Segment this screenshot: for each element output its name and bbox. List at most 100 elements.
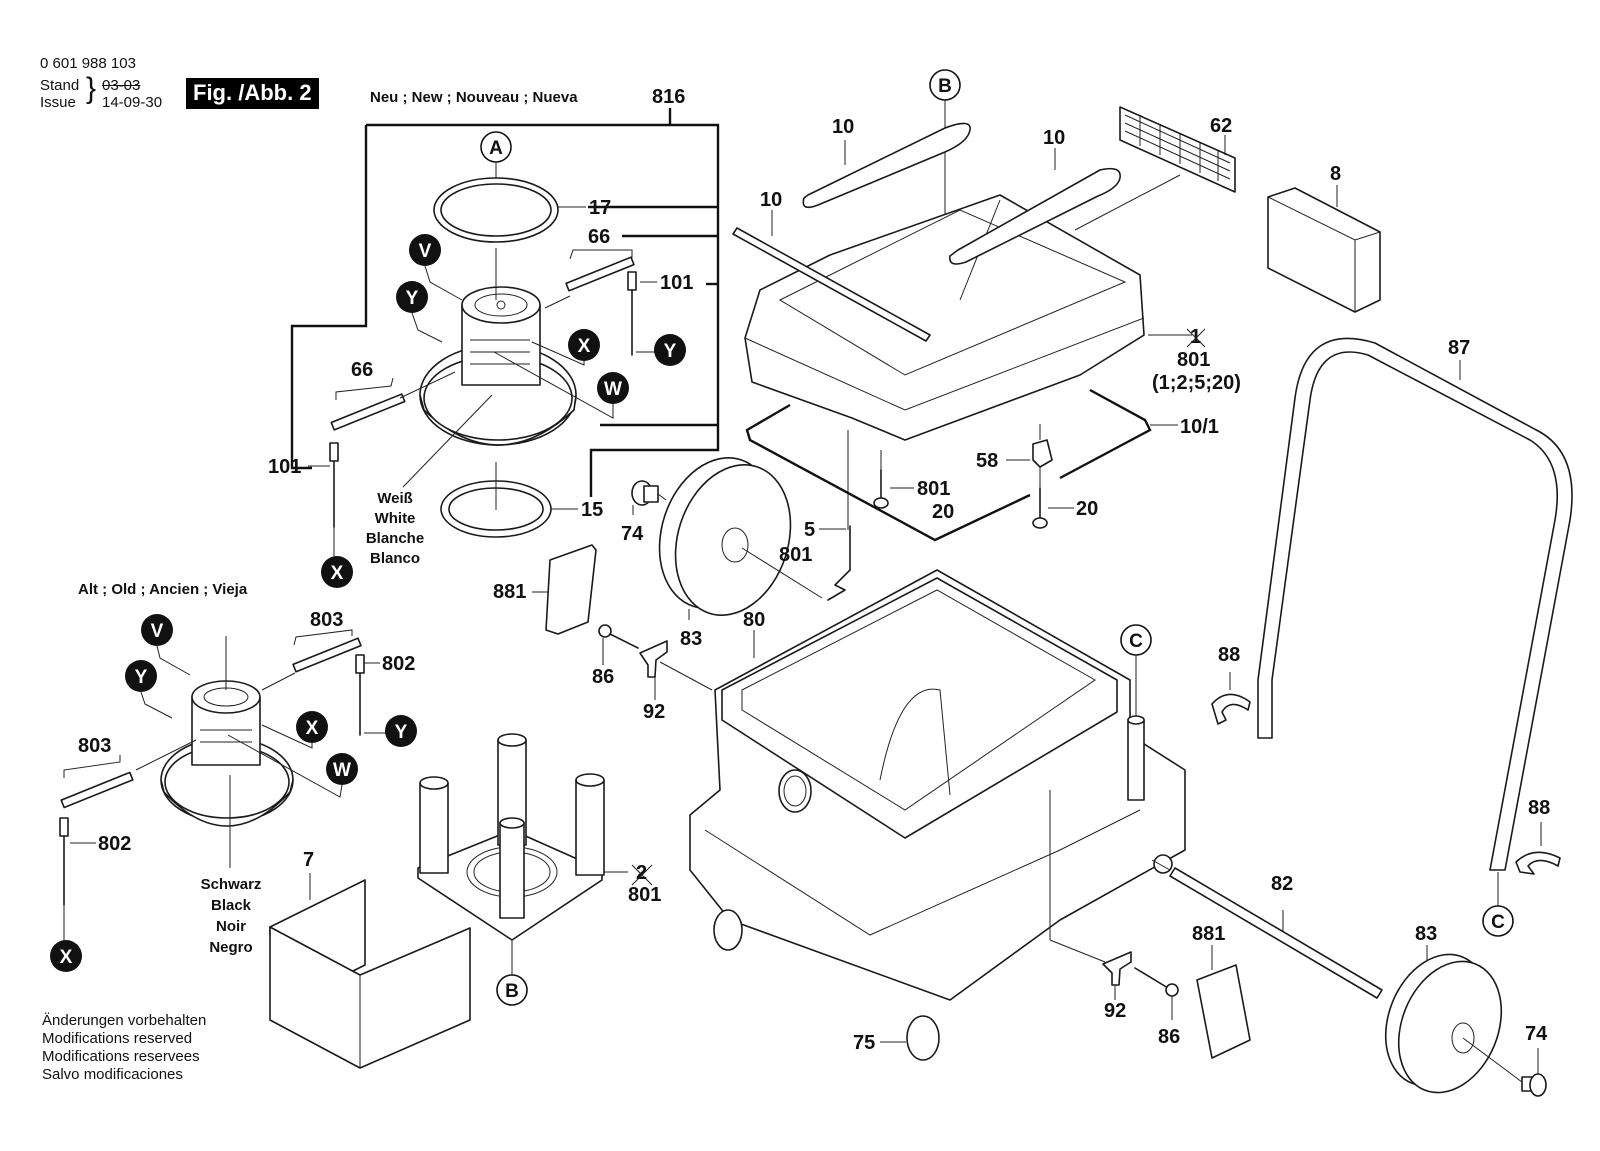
part-label-20-a: 20 [932,501,954,523]
seal-10-a [802,122,971,209]
marker-w-new: W [493,351,629,419]
marker-y-new-right: Y [654,334,686,366]
note-fr: Modifications reservees [42,1048,200,1065]
svg-text:V: V [419,241,432,262]
clip-92-left [639,640,713,700]
part-label-10-c: 10 [760,189,782,211]
cover-7 [269,873,471,1069]
svg-text:B: B [505,981,519,1002]
svg-text:X: X [60,947,73,968]
ref-circle-a: A [480,131,512,213]
part-label-881-left: 881 [493,581,526,603]
foam-block-8 [1267,185,1381,313]
part-label-86-left: 86 [592,666,614,688]
part-label-88-bottom: 88 [1528,797,1550,819]
svg-text:Y: Y [395,722,408,743]
marker-x-new-bottom: X [321,556,353,588]
ring-15 [440,462,578,538]
motor-base [417,733,628,975]
svg-text:2: 2 [636,862,647,884]
part-label-80: 80 [743,609,765,631]
svg-text:Negro: Negro [209,939,252,956]
marker-y-old-left: Y [125,660,173,719]
brush-803-right [261,629,362,691]
stand-value: 03-03 [102,77,141,94]
marker-y-old-right: Y [385,715,417,747]
svg-text:C: C [1491,912,1505,933]
rod-5 [819,430,851,601]
svg-text:White: White [375,510,416,527]
marker-y-new-left: Y [396,281,443,343]
part-label-86-right: 86 [1158,1026,1180,1048]
part-label-816: 816 [652,86,685,108]
note-de: Änderungen vorbehalten [42,1012,207,1029]
clip-92-right [1102,951,1132,1000]
svg-text:Y: Y [135,667,148,688]
svg-text:X: X [306,718,319,739]
latch-881-left [532,544,597,635]
part-label-10-a: 10 [832,116,854,138]
clip-88-top [1211,672,1251,725]
part-label-83-right: 83 [1415,923,1437,945]
figure-label: Fig. /Abb. 2 [186,78,319,109]
part-label-10-b: 10 [1043,127,1065,149]
axle-82 [1151,859,1383,999]
svg-text:Weiß: Weiß [377,490,413,507]
ref-circle-b-bottom: B [496,974,528,1006]
marker-v-old: V [141,614,191,676]
svg-text:Noir: Noir [216,918,246,935]
part-label-802-left: 802 [98,833,131,855]
filter-grid-62 [1074,106,1236,231]
part-label-1-struck: 1 [1186,326,1206,348]
part-label-20-b: 20 [1076,498,1098,520]
marker-v-new: V [409,234,463,301]
latch-881-right [1196,945,1251,1059]
container-80 [689,569,1186,1061]
handle-87 [1257,337,1573,910]
ring-17 [433,177,586,243]
cap-74-right [1521,1048,1547,1097]
section-new-heading: Neu ; New ; Nouveau ; Nueva [370,89,578,106]
svg-text:C: C [1129,631,1143,652]
note-en: Modifications reserved [42,1030,193,1047]
svg-text:A: A [489,138,503,159]
part-label-92-right: 92 [1104,1000,1126,1022]
marker-w-old: W [227,734,358,798]
part-label-74-left: 74 [621,523,644,545]
ref-circle-c-container: C [1120,624,1152,716]
part-label-101-new-left: 101 [268,456,301,478]
cap-74-left [631,480,667,515]
ref-circle-c-handle: C [1482,905,1514,937]
part-label-92-left: 92 [643,701,665,723]
part-label-5: 5 [804,519,815,541]
issue-label: Issue [40,94,76,111]
part-label-87: 87 [1448,337,1470,359]
kit-816-bracket [290,108,720,497]
part-label-802-right: 802 [382,653,415,675]
wire-color-white: Weiß White Blanche Blanco [366,490,424,567]
terminal-101-left [308,442,339,556]
svg-text:Y: Y [664,341,677,362]
part-label-10-1: 10/1 [1180,416,1219,438]
footer-notes: Änderungen vorbehalten Modifications res… [42,1012,206,1084]
part-label-803-right: 803 [310,609,343,631]
part-label-801-head: 801 [1177,349,1210,371]
seal-10-c [732,210,931,342]
seal-10-b [949,148,1121,265]
wire-color-black: Schwarz Black Noir Negro [201,876,262,956]
svg-text:X: X [331,563,344,584]
stand-label: Stand [40,77,80,94]
svg-text:B: B [938,76,952,97]
part-label-58: 58 [976,450,998,472]
svg-text:Y: Y [406,288,419,309]
motor-head-housing [744,194,1145,441]
svg-text:W: W [604,379,622,400]
issue-value: 14-09-30 [102,94,163,111]
terminal-101-right [627,271,662,356]
brace-icon: } [86,72,97,105]
part-label-62: 62 [1210,115,1232,137]
gasket-10-1 [745,388,1178,542]
marker-x-old-bottom: X [50,940,82,972]
brush-66-new-left [330,371,456,431]
nut-58 [1006,424,1053,488]
